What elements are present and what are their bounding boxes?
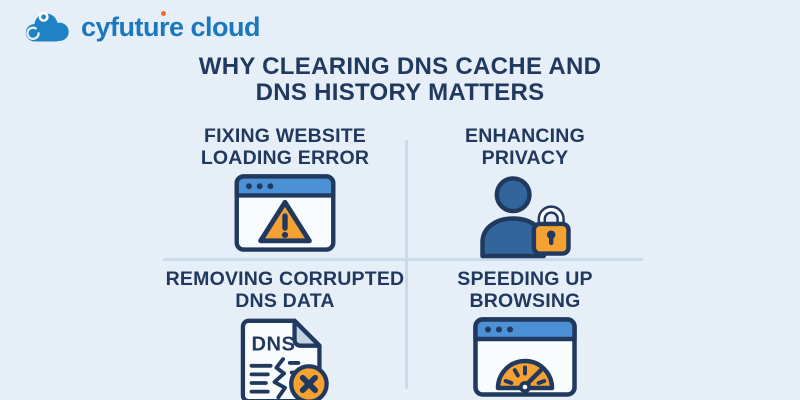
speedometer-browser-icon (473, 317, 577, 397)
user-lock-icon (480, 176, 571, 259)
browser-warning-icon (234, 174, 336, 252)
quadrant-enhancing-privacy: ENHANCING PRIVACY (405, 118, 645, 259)
cloud-logo-icon (25, 11, 69, 42)
quadrant-heading: FIXING WEBSITE LOADING ERROR (200, 125, 370, 169)
vertical-divider (405, 140, 408, 389)
page-title-line2: DNS HISTORY MATTERS (255, 79, 545, 106)
quadrant-heading: ENHANCING PRIVACY (465, 125, 585, 169)
quadrant-fixing-website-loading-error: FIXING WEBSITE LOADING ERROR (165, 118, 405, 259)
dns-document-label: DNS (252, 333, 296, 355)
quadrant-grid: FIXING WEBSITE LOADING ERROR ENHANCING P… (165, 118, 645, 400)
quadrant-speeding-up-browsing: SPEEDING UP BROWSING (405, 259, 645, 400)
logo-orange-dot (161, 11, 166, 16)
page-title-line1: WHY CLEARING DNS CACHE AND (198, 53, 602, 80)
logo-product: cloud (190, 12, 261, 42)
quadrant-removing-corrupted-dns-data: REMOVING CORRUPTED DNS DATA DNS (165, 259, 405, 400)
quadrant-heading: REMOVING CORRUPTED DNS DATA (165, 268, 405, 312)
page-title: WHY CLEARING DNS CACHE AND DNS HISTORY M… (0, 54, 800, 106)
horizontal-divider (163, 258, 643, 261)
dns-document-error-icon: DNS (240, 318, 329, 400)
logo-brand: cyfuture (81, 12, 184, 42)
quadrant-heading: SPEEDING UP BROWSING (457, 268, 593, 312)
